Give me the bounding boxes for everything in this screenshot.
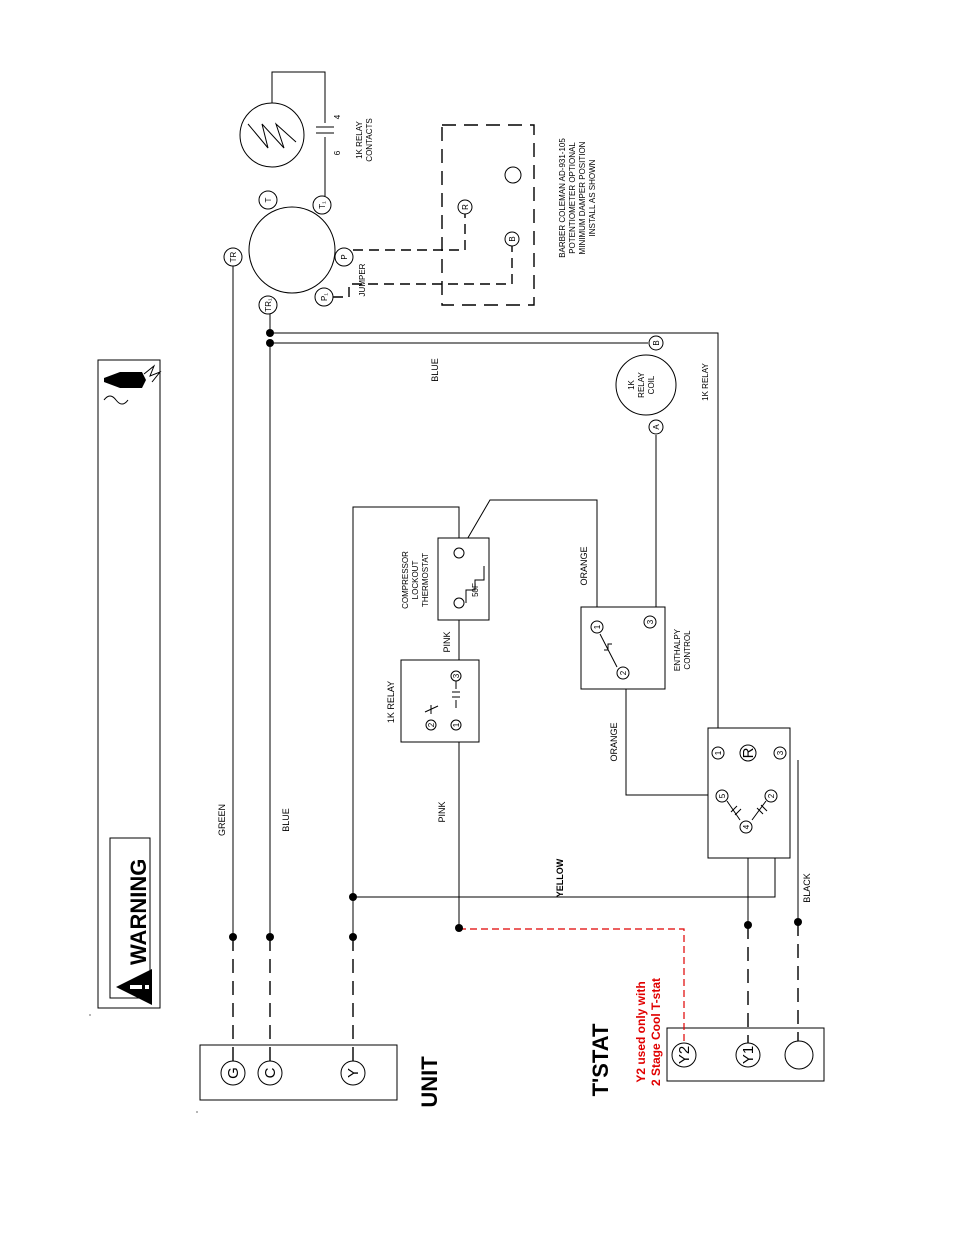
wire-label-jumper: JUMPER xyxy=(358,263,367,296)
contacts-terminal-4: 4 xyxy=(333,114,342,119)
wire-label-green: GREEN xyxy=(217,804,227,836)
coil-label-line3: COIL xyxy=(647,375,656,394)
enthalpy-label-line2: CONTROL xyxy=(683,630,692,670)
wire-label-blue-top: BLUE xyxy=(430,358,440,382)
actuator-terminal-p1: P₁ xyxy=(320,293,329,301)
tstat-label: T'STAT xyxy=(588,1023,613,1096)
lockout-setpoint: 50F xyxy=(471,583,480,597)
tstat-note-line2: 2 Stage Cool T-stat xyxy=(649,978,663,1086)
contacts-label-line1: 1K RELAY xyxy=(355,121,364,159)
damper-actuator: TR TR₁ T T₁ P P₁ xyxy=(223,190,354,315)
switch-terminal-1: 1 xyxy=(714,750,723,755)
wire-labels: GREEN BLUE BLUE PINK PINK YELLOW BLACK O… xyxy=(217,263,812,902)
compressor-lockout-thermostat: 50F COMPRESSOR LOCKOUT THERMOSTAT xyxy=(401,537,490,621)
pot-label-line3: MINIMUM DAMPER POSITION xyxy=(578,141,587,254)
enthalpy-terminal-3: 3 xyxy=(646,619,655,624)
relay-1k: 1K RELAY 2 1 3 xyxy=(386,659,480,743)
pot-terminal-r: R xyxy=(461,204,470,210)
coil-wire-label: 1K RELAY xyxy=(701,363,710,401)
wire-label-blue-left: BLUE xyxy=(281,808,291,832)
lockout-label-line3: THERMOSTAT xyxy=(421,553,430,607)
wire-label-orange-upper: ORANGE xyxy=(579,546,589,585)
actuator-terminal-tr: TR xyxy=(229,251,238,262)
switch-terminal-r: R xyxy=(740,747,757,758)
coil-label-line1: 1K xyxy=(627,379,636,389)
tstat-terminal-y2: Y2 xyxy=(676,1046,693,1064)
enthalpy-terminal-1: 1 xyxy=(593,624,602,629)
relay-1k-label: 1K RELAY xyxy=(386,681,396,723)
wire-label-pink-left: PINK xyxy=(437,801,447,822)
lockout-label-line1: COMPRESSOR xyxy=(401,551,410,609)
relay-1k-terminal-1: 1 xyxy=(452,722,461,727)
field-wiring xyxy=(229,918,802,1061)
coil-terminal-a: A xyxy=(652,424,661,430)
potentiometer-option: R B BARBER COLEMAN AD-931-105 POTENTIOME… xyxy=(333,124,597,306)
contacts-terminal-6: 6 xyxy=(333,150,342,155)
enthalpy-terminal-2: 2 xyxy=(619,670,628,675)
switch-block: 1 R 3 5 4 2 xyxy=(707,727,791,859)
wire-label-black: BLACK xyxy=(802,873,812,903)
relay-contacts-circuit: 4 6 1K RELAY CONTACTS xyxy=(239,71,374,196)
coil-terminal-b: B xyxy=(652,340,661,345)
pot-label-line2: POTENTIOMETER OPTIONAL xyxy=(568,142,577,254)
switch-terminal-2: 2 xyxy=(767,793,776,798)
unit-terminal-block: G C Y UNIT xyxy=(199,1044,442,1108)
relay-1k-coil: B A 1K RELAY COIL 1K RELAY xyxy=(615,335,710,435)
switch-terminal-4: 4 xyxy=(742,824,751,829)
actuator-terminal-t1: T₁ xyxy=(318,201,327,209)
actuator-terminal-tr1: TR₁ xyxy=(264,298,273,312)
y2-optional-wire xyxy=(459,928,685,1043)
wire-label-pink-upper: PINK xyxy=(442,631,452,652)
unit-terminal-c: C xyxy=(262,1067,279,1078)
tstat-terminal-y1: Y1 xyxy=(740,1046,757,1064)
unit-label: UNIT xyxy=(417,1056,442,1108)
enthalpy-control: 1 2 3 ENTHALPY CONTROL xyxy=(580,606,692,690)
pot-label-line4: INSTALL AS SHOWN xyxy=(588,159,597,236)
electric-shock-hand-icon xyxy=(103,364,162,405)
wire-label-yellow: YELLOW xyxy=(555,858,565,897)
pot-label-line1: BARBER COLEMAN AD-931-105 xyxy=(558,138,567,258)
lockout-label-line2: LOCKOUT xyxy=(411,561,420,600)
switch-terminal-3: 3 xyxy=(776,750,785,755)
relay-1k-terminal-3: 3 xyxy=(452,673,461,678)
actuator-terminal-t: T xyxy=(264,197,273,202)
enthalpy-label-line1: ENTHALPY xyxy=(673,628,682,671)
relay-1k-terminal-2: 2 xyxy=(427,722,436,727)
warning-title: WARNING xyxy=(126,859,151,965)
pot-terminal-b: B xyxy=(508,236,517,241)
thermostat-terminal-block: Y2 Y1 T'STAT Y2 used only with 2 Stage C… xyxy=(588,978,825,1096)
coil-label-line2: RELAY xyxy=(637,372,646,398)
actuator-terminal-p: P xyxy=(340,254,349,259)
unit-terminal-y: Y xyxy=(345,1068,362,1078)
warning-banner: WARNING xyxy=(97,359,162,1009)
switch-terminal-5: 5 xyxy=(718,793,727,798)
contacts-label-line2: CONTACTS xyxy=(365,118,374,161)
wire-label-orange-lower: ORANGE xyxy=(609,722,619,761)
tstat-note-line1: Y2 used only with xyxy=(634,981,648,1082)
unit-terminal-g: G xyxy=(225,1067,242,1079)
